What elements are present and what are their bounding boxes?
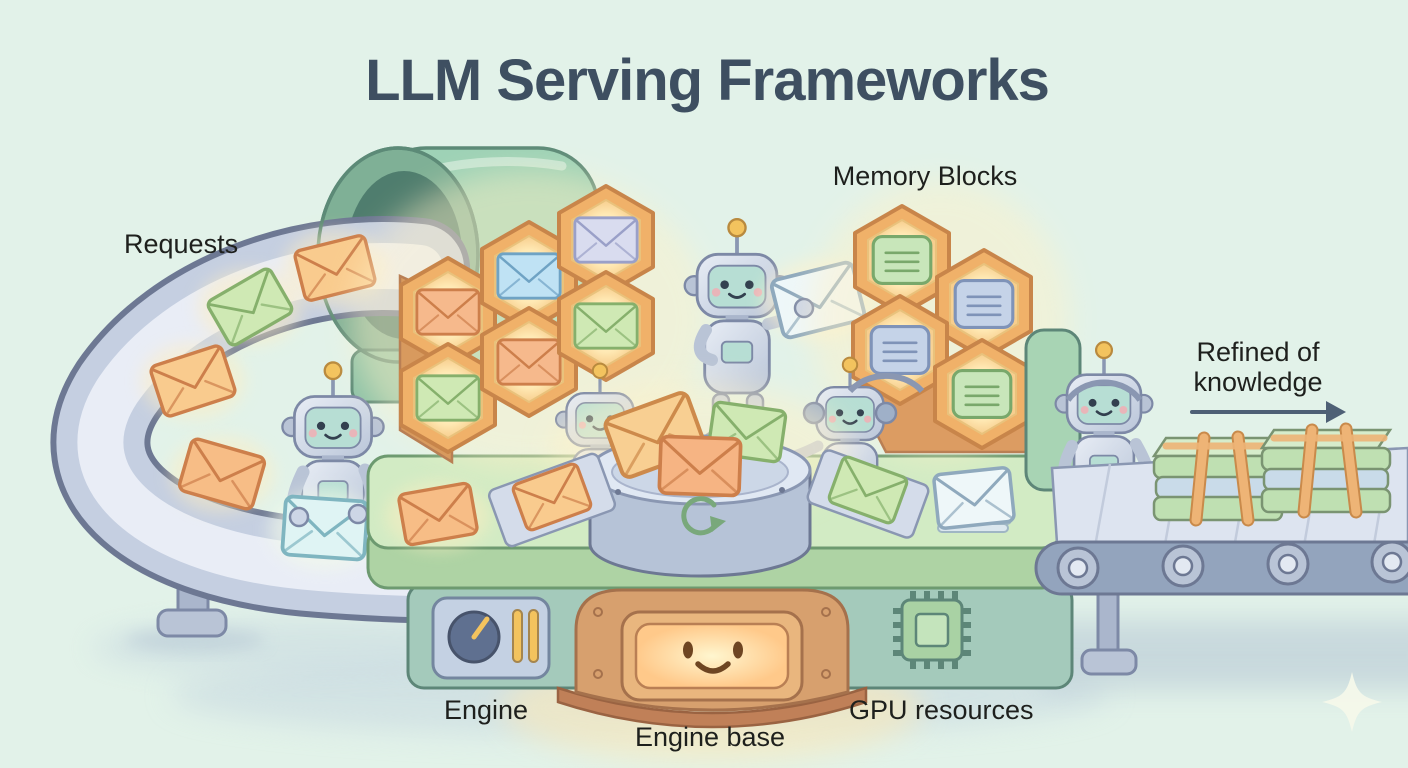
page-title: LLM Serving Frameworks — [365, 48, 1049, 113]
robot-hand — [347, 503, 369, 525]
curve-support-foot — [156, 608, 228, 638]
arrow-right-icon — [1190, 401, 1346, 423]
engine-base-furnace — [556, 588, 868, 729]
belt-support-leg — [1096, 586, 1120, 660]
label-engine: Engine — [444, 695, 528, 725]
headphones-icon — [1065, 379, 1143, 402]
output-belt-bar — [1034, 540, 1408, 596]
belt-support-foot — [1080, 648, 1138, 676]
smiley-face-icon — [683, 641, 743, 674]
request-envelopes — [141, 230, 387, 513]
label-engine-base: Engine base — [635, 722, 785, 752]
furnace-window — [634, 622, 790, 690]
belt-roller — [1266, 542, 1310, 586]
cache-envelope-orange — [415, 288, 481, 336]
label-gpu-resources: GPU resources — [849, 695, 1034, 725]
table-envelope-orange — [396, 480, 480, 548]
memory-doc-blue — [869, 325, 931, 375]
cache-envelope-lavender — [573, 216, 639, 264]
label-memory-blocks: Memory Blocks — [833, 161, 1018, 191]
label-refined-line1: Refined of — [1196, 337, 1320, 367]
headphone-pad — [874, 401, 898, 425]
batch-turntable — [550, 384, 850, 578]
cache-envelope-green — [415, 374, 481, 422]
memory-doc-green — [951, 369, 1013, 419]
cache-envelope-blue — [496, 252, 562, 300]
table-items — [386, 449, 1017, 550]
output-area — [1024, 328, 1408, 676]
recycle-icon — [681, 496, 726, 536]
belt-roller — [1370, 540, 1408, 584]
cache-envelope-green — [573, 302, 639, 350]
belt-roller — [1056, 546, 1100, 590]
gpu-chip-icon — [893, 591, 971, 669]
headphones-icon — [847, 372, 925, 394]
knowledge-bundle — [1262, 429, 1390, 512]
cache-envelope-orange — [496, 338, 562, 386]
robot-arm — [693, 324, 718, 366]
turntable-envelope-orange — [657, 434, 743, 498]
engine-gauge-panel — [431, 596, 551, 680]
gauge-needle — [471, 616, 490, 640]
sparkle-icon — [1322, 672, 1382, 732]
robot-hand — [288, 506, 310, 528]
level-bar — [512, 609, 523, 663]
memory-doc-green — [871, 235, 933, 285]
memory-doc-blue — [953, 279, 1015, 329]
label-refined-line2: knowledge — [1193, 367, 1322, 397]
level-bar — [528, 609, 539, 663]
belt-roller — [1161, 544, 1205, 588]
envelope-stack-white — [931, 465, 1017, 533]
furnace-skirt — [556, 686, 868, 729]
label-requests: Requests — [124, 229, 238, 259]
